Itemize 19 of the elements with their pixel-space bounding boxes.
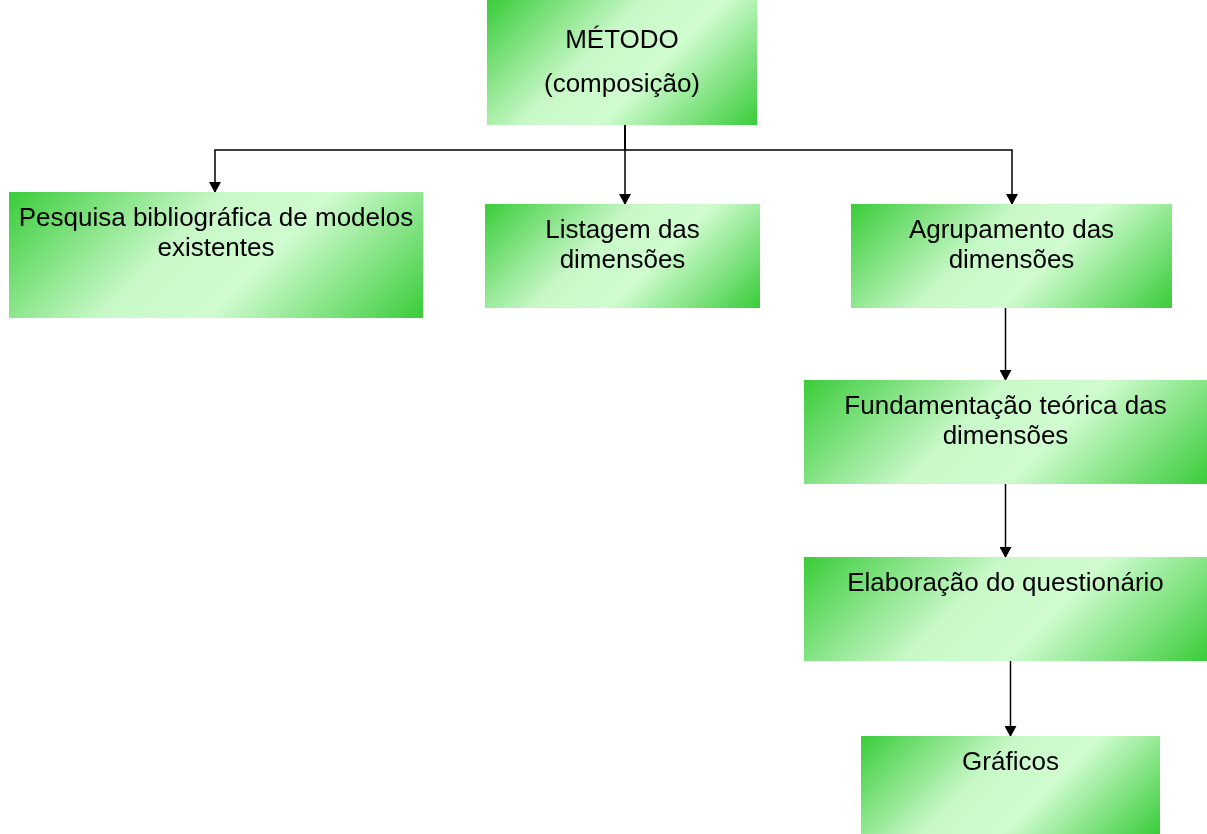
process-box	[485, 204, 760, 308]
arrow	[999, 307, 1012, 381]
box-label: Fundamentação teórica das dimensões	[843, 390, 1168, 450]
box-label: (composição)	[542, 68, 702, 98]
box-label: Listagem das dimensões	[544, 214, 701, 274]
box-label: Agrupamento das dimensões	[907, 214, 1116, 274]
arrow	[1004, 660, 1017, 737]
process-box	[9, 192, 423, 318]
process-box	[804, 380, 1207, 484]
box-label: Gráficos	[961, 746, 1060, 776]
box-label: Pesquisa bibliográfica de modelos existentes	[17, 202, 415, 262]
process-box	[804, 557, 1207, 661]
arrow	[999, 483, 1012, 558]
process-box	[861, 736, 1160, 834]
process-box	[487, 0, 757, 125]
arrow	[624, 124, 1018, 205]
box-label: MÉTODO	[564, 24, 680, 54]
process-box	[851, 204, 1172, 308]
box-label: Elaboração do questionário	[846, 567, 1165, 597]
